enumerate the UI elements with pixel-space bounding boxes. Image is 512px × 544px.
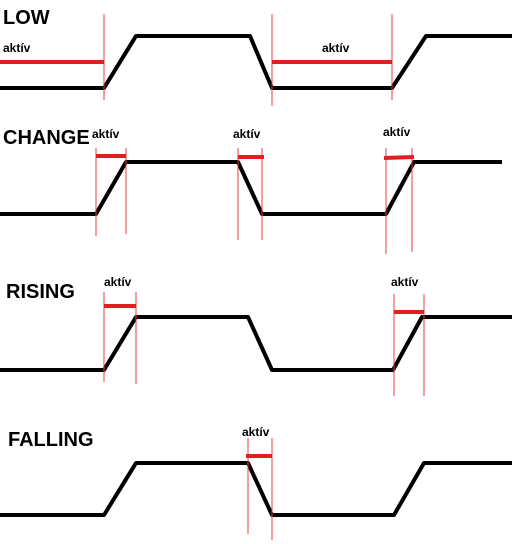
panel-low: LOW aktív aktív	[0, 7, 512, 106]
panel-title-falling: FALLING	[8, 429, 94, 451]
active-label: aktív	[391, 275, 419, 289]
active-label: aktív	[3, 41, 31, 55]
signal-waveform-change	[0, 160, 502, 216]
active-label: aktív	[242, 425, 270, 439]
active-label: aktív	[322, 41, 350, 55]
active-bar	[383, 155, 415, 160]
active-label: aktív	[383, 125, 411, 139]
panel-falling: FALLING aktív	[0, 425, 512, 540]
signal-waveform-falling	[0, 461, 512, 517]
signal-waveform-low	[0, 34, 512, 90]
panel-rising: RISING aktív aktív	[0, 275, 512, 396]
panel-title-rising: RISING	[6, 281, 75, 303]
signal-waveform-rising	[0, 315, 512, 372]
active-label: aktív	[104, 275, 132, 289]
panel-title-change: CHANGE	[3, 127, 90, 149]
active-label: aktív	[92, 127, 120, 141]
panel-title-low: LOW	[3, 7, 50, 29]
active-label: aktív	[233, 127, 261, 141]
panel-change: CHANGE aktív aktív aktív	[0, 125, 502, 254]
